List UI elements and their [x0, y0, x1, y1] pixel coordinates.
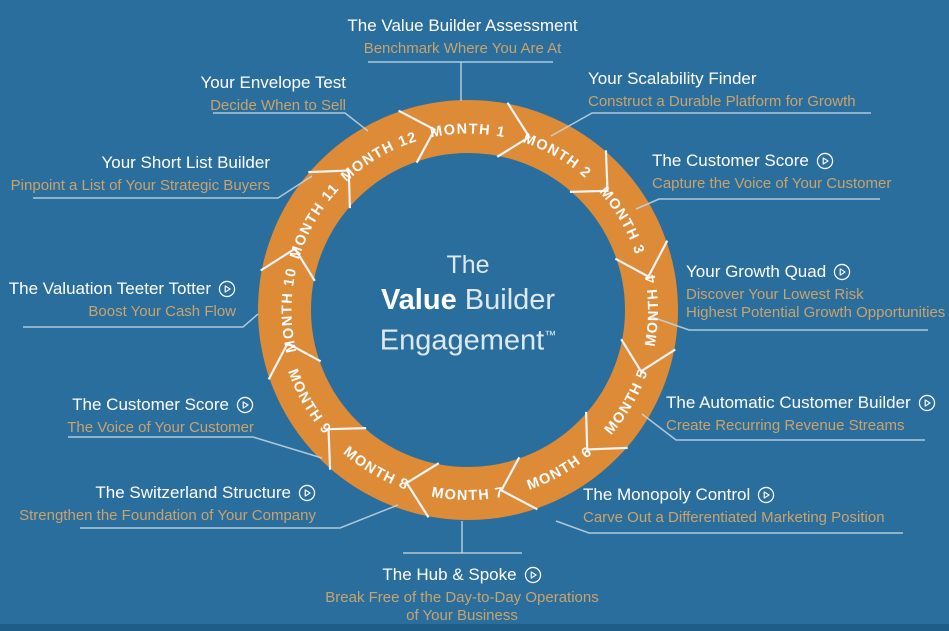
label-subtitle: Discover Your Lowest Risk	[686, 286, 864, 303]
month-separator-arrow	[496, 102, 531, 158]
month-label: MONTH 4	[643, 272, 662, 347]
label-title: Your Scalability Finder	[588, 69, 757, 88]
label-subtitle: Benchmark Where You Are At	[363, 40, 562, 57]
label-subtitle: Break Free of the Day-to-Day Operations	[325, 589, 599, 606]
label-subtitle: Decide When to Sell	[210, 97, 346, 114]
month-label: MONTH 1	[429, 121, 507, 141]
trademark-symbol: ™	[544, 328, 557, 342]
label-title: Your Short List Builder	[101, 153, 270, 172]
label-short-list-builder: Your Short List Builder Pinpoint a List …	[11, 152, 270, 195]
label-title[interactable]: Your Growth Quad	[686, 261, 945, 282]
play-icon[interactable]	[298, 484, 316, 502]
label-title[interactable]: The Switzerland Structure	[19, 482, 316, 503]
center-title-line3: Engagement™	[379, 324, 557, 357]
play-icon[interactable]	[236, 396, 254, 414]
label-subtitle: The Voice of Your Customer	[67, 419, 254, 436]
label-title: Your Envelope Test	[200, 73, 346, 92]
month-separator-arrow	[398, 109, 437, 164]
label-title[interactable]: The Customer Score	[67, 394, 254, 415]
label-envelope-test: Your Envelope Test Decide When to Sell	[200, 72, 346, 115]
label-subtitle: Carve Out a Differentiated Marketing Pos…	[583, 509, 885, 526]
month-separator-arrow	[405, 462, 440, 518]
connector-valuation-teeter	[23, 313, 259, 328]
month-separator-arrow	[620, 338, 676, 373]
connector-scalability	[550, 112, 871, 137]
center-title: The Value Builder Engagement™	[318, 248, 618, 359]
footer-bar	[0, 624, 949, 631]
label-subtitle-line2: Highest Potential Growth Opportunities	[686, 304, 946, 321]
month-separator-arrow	[327, 427, 367, 470]
label-customer-score-left: The Customer Score The Voice of Your Cus…	[67, 394, 254, 437]
label-subtitle: Capture the Voice of Your Customer	[652, 175, 892, 192]
label-subtitle: Pinpoint a List of Your Strategic Buyers	[10, 177, 270, 194]
month-separator-arrow	[585, 411, 628, 451]
connector-growth-quad	[651, 316, 928, 331]
label-title[interactable]: The Automatic Customer Builder	[666, 392, 936, 413]
center-title-line1: The	[446, 251, 490, 279]
label-customer-score-right: The Customer Score Capture the Voice of …	[652, 150, 891, 193]
month-ring	[258, 100, 678, 520]
label-subtitle: Create Recurring Revenue Streams	[666, 417, 905, 434]
label-growth-quad: Your Growth Quad Discover Your Lowest Ri…	[686, 261, 945, 322]
connector-short-list	[33, 175, 313, 199]
label-switzerland-structure: The Switzerland Structure Strengthen the…	[19, 482, 316, 525]
label-title[interactable]: The Monopoly Control	[583, 484, 885, 505]
label-title[interactable]: The Customer Score	[652, 150, 891, 171]
label-value-builder-assessment: The Value Builder Assessment Benchmark W…	[290, 15, 635, 58]
connector-customer-score-left	[68, 436, 323, 459]
play-icon[interactable]	[218, 280, 236, 298]
month-label: MONTH 7	[430, 485, 505, 504]
label-title: The Value Builder Assessment	[347, 16, 578, 35]
play-icon[interactable]	[757, 486, 775, 504]
connector-monopoly	[555, 520, 903, 534]
month-separator-arrow	[614, 240, 669, 279]
label-title[interactable]: The Hub & Spoke	[312, 564, 612, 585]
play-icon[interactable]	[524, 566, 542, 584]
label-valuation-teeter-totter: The Valuation Teeter Totter Boost Your C…	[9, 278, 236, 321]
connector-automatic-customer	[641, 413, 925, 441]
label-hub-and-spoke: The Hub & Spoke Break Free of the Day-to…	[312, 564, 612, 625]
month-separator-arrow	[499, 456, 538, 511]
connector-switzerland	[80, 504, 399, 529]
connector-customer-score-right	[635, 198, 880, 210]
month-separator-arrow	[267, 341, 322, 380]
label-subtitle: Boost Your Cash Flow	[88, 303, 236, 320]
month-separator-arrow	[569, 150, 609, 193]
label-title[interactable]: The Valuation Teeter Totter	[9, 278, 236, 299]
label-subtitle: Construct a Durable Platform for Growth	[588, 93, 856, 110]
label-subtitle: Strengthen the Foundation of Your Compan…	[19, 507, 316, 524]
play-icon[interactable]	[833, 263, 851, 281]
center-title-line2: Value Builder	[380, 284, 556, 316]
label-scalability-finder: Your Scalability Finder Construct a Dura…	[588, 68, 856, 111]
month-separator-arrow	[308, 169, 351, 209]
connector-lines	[23, 61, 928, 554]
label-automatic-customer-builder: The Automatic Customer Builder Create Re…	[666, 392, 936, 435]
label-monopoly-control: The Monopoly Control Carve Out a Differe…	[583, 484, 885, 527]
month-label: MONTH 10	[280, 266, 301, 354]
month-separator-arrow	[260, 247, 316, 282]
play-icon[interactable]	[816, 152, 834, 170]
play-icon[interactable]	[918, 394, 936, 412]
label-subtitle-line2: of Your Business	[406, 607, 518, 624]
connector-envelope	[213, 112, 369, 132]
